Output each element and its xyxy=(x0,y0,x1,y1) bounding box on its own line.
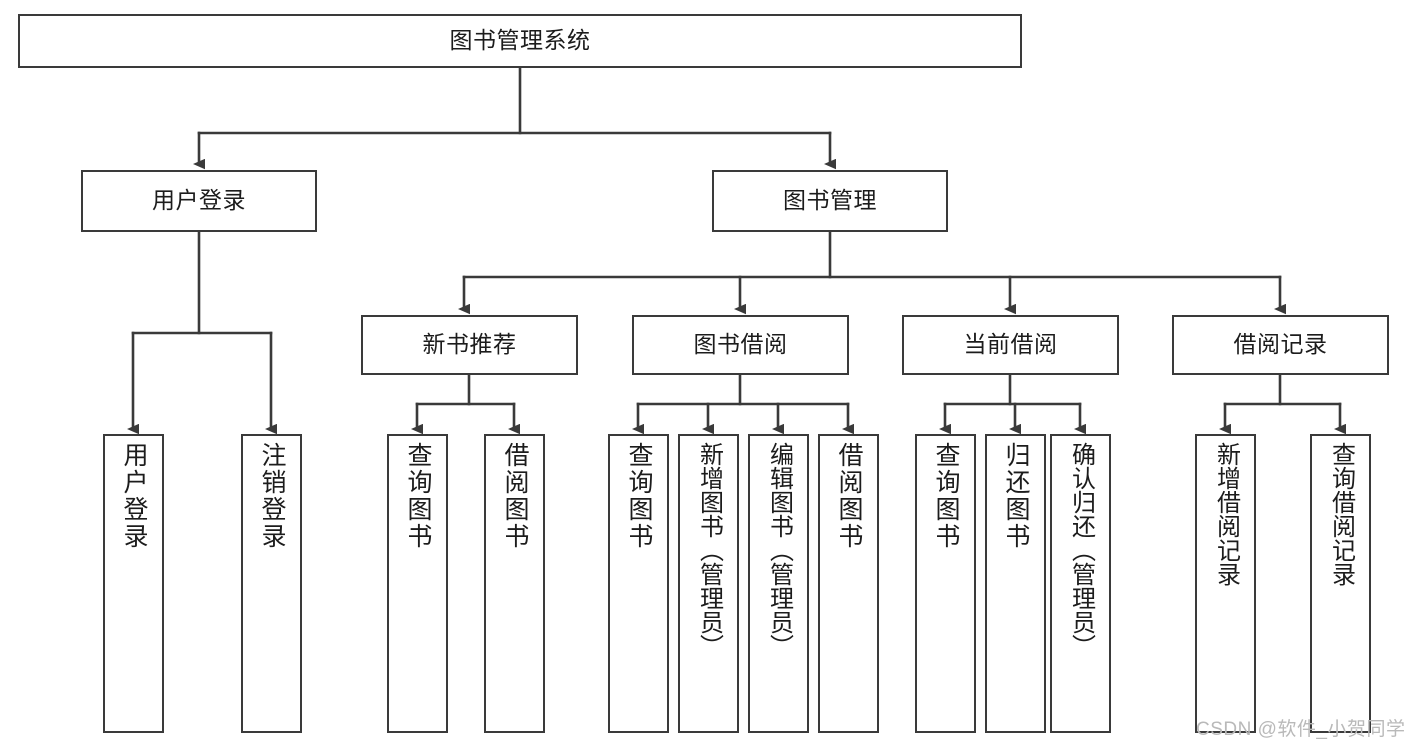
node-current-borrow[interactable]: 当前借阅 xyxy=(902,315,1119,375)
node-leaf-add-record[interactable]: 新增借阅记录 xyxy=(1195,434,1256,733)
node-leaf-query-book-2-label: 查询图书 xyxy=(625,442,653,550)
node-root-label: 图书管理系统 xyxy=(449,27,591,54)
node-leaf-confirm-return-label: 确认归还（管理员） xyxy=(1067,442,1095,658)
node-leaf-borrow-book-1-label: 借阅图书 xyxy=(501,442,529,550)
node-book-borrow[interactable]: 图书借阅 xyxy=(632,315,849,375)
node-leaf-edit-book[interactable]: 编辑图书（管理员） xyxy=(748,434,809,733)
node-new-book-recommend-label: 新书推荐 xyxy=(422,331,517,358)
node-leaf-query-record-label: 查询借阅记录 xyxy=(1327,442,1355,586)
node-leaf-borrow-book-2[interactable]: 借阅图书 xyxy=(818,434,879,733)
node-leaf-user-logout-label: 注销登录 xyxy=(258,442,286,550)
node-leaf-query-book-1-label: 查询图书 xyxy=(404,442,432,550)
node-leaf-borrow-book-1[interactable]: 借阅图书 xyxy=(484,434,545,733)
node-leaf-user-logout[interactable]: 注销登录 xyxy=(241,434,302,733)
node-leaf-return-book-label: 归还图书 xyxy=(1002,442,1030,550)
node-current-borrow-label: 当前借阅 xyxy=(963,331,1058,358)
node-leaf-confirm-return[interactable]: 确认归还（管理员） xyxy=(1050,434,1111,733)
node-user-login-label: 用户登录 xyxy=(152,187,246,214)
node-book-borrow-label: 图书借阅 xyxy=(693,331,788,358)
node-borrow-record-label: 借阅记录 xyxy=(1233,331,1328,358)
node-user-login[interactable]: 用户登录 xyxy=(81,170,317,232)
node-new-book-recommend[interactable]: 新书推荐 xyxy=(361,315,578,375)
node-leaf-user-login-label: 用户登录 xyxy=(120,442,148,550)
node-leaf-query-record[interactable]: 查询借阅记录 xyxy=(1310,434,1371,733)
node-book-manage[interactable]: 图书管理 xyxy=(712,170,948,232)
node-leaf-query-book-2[interactable]: 查询图书 xyxy=(608,434,669,733)
node-leaf-query-book-3-label: 查询图书 xyxy=(932,442,960,550)
node-leaf-edit-book-label: 编辑图书（管理员） xyxy=(765,442,793,658)
node-leaf-query-book-1[interactable]: 查询图书 xyxy=(387,434,448,733)
node-leaf-user-login[interactable]: 用户登录 xyxy=(103,434,164,733)
node-leaf-add-book[interactable]: 新增图书（管理员） xyxy=(678,434,739,733)
node-leaf-borrow-book-2-label: 借阅图书 xyxy=(835,442,863,550)
node-leaf-add-record-label: 新增借阅记录 xyxy=(1212,442,1240,586)
node-leaf-return-book[interactable]: 归还图书 xyxy=(985,434,1046,733)
node-root[interactable]: 图书管理系统 xyxy=(18,14,1022,68)
node-borrow-record[interactable]: 借阅记录 xyxy=(1172,315,1389,375)
node-leaf-add-book-label: 新增图书（管理员） xyxy=(695,442,723,658)
node-leaf-query-book-3[interactable]: 查询图书 xyxy=(915,434,976,733)
node-book-manage-label: 图书管理 xyxy=(783,187,877,214)
